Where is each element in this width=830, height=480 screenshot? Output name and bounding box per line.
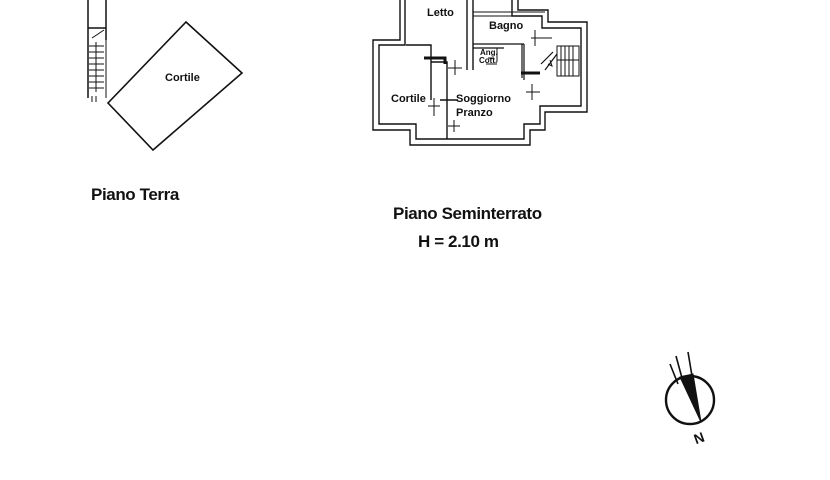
basement-caption: Piano Seminterrato [393,204,542,223]
room-pranzo-label: Pranzo [456,107,493,119]
door-marker-2 [531,30,552,46]
ground-stair-mark [91,96,97,102]
ground-stair-treads [89,29,105,92]
ground-cortile-label: Cortile [165,72,200,84]
ground-floor-plan [87,0,244,152]
door-cortile [424,56,447,64]
ground-cortile-outline [106,20,244,152]
basement-plan [372,0,588,146]
letto-wall [466,0,474,70]
room-cott-label: Cott. [479,56,498,65]
bagno-bottom-wall [473,43,525,80]
door-marker-1 [448,60,462,75]
room-bagno-label: Bagno [489,20,524,32]
basement-inner-wall [378,0,582,140]
basement-stair [540,45,580,77]
ang-cott-counter [486,48,498,65]
bagno-top-wall [473,11,545,17]
north-arrow-icon [664,351,716,426]
door-marker-5 [448,120,460,132]
door-marker-3 [526,84,540,100]
room-cortile-label: Cortile [391,93,426,105]
basement-height-note: H = 2.10 m [418,232,499,251]
room-letto-label: Letto [427,7,454,19]
cortile-wall [406,44,448,139]
room-soggiorno-label: Soggiorno [456,93,511,105]
ground-floor-caption: Piano Terra [91,185,179,204]
basement-outer-wall [372,0,588,146]
room-ang-label: Ang. [480,48,498,57]
door-marker-4 [428,98,440,116]
